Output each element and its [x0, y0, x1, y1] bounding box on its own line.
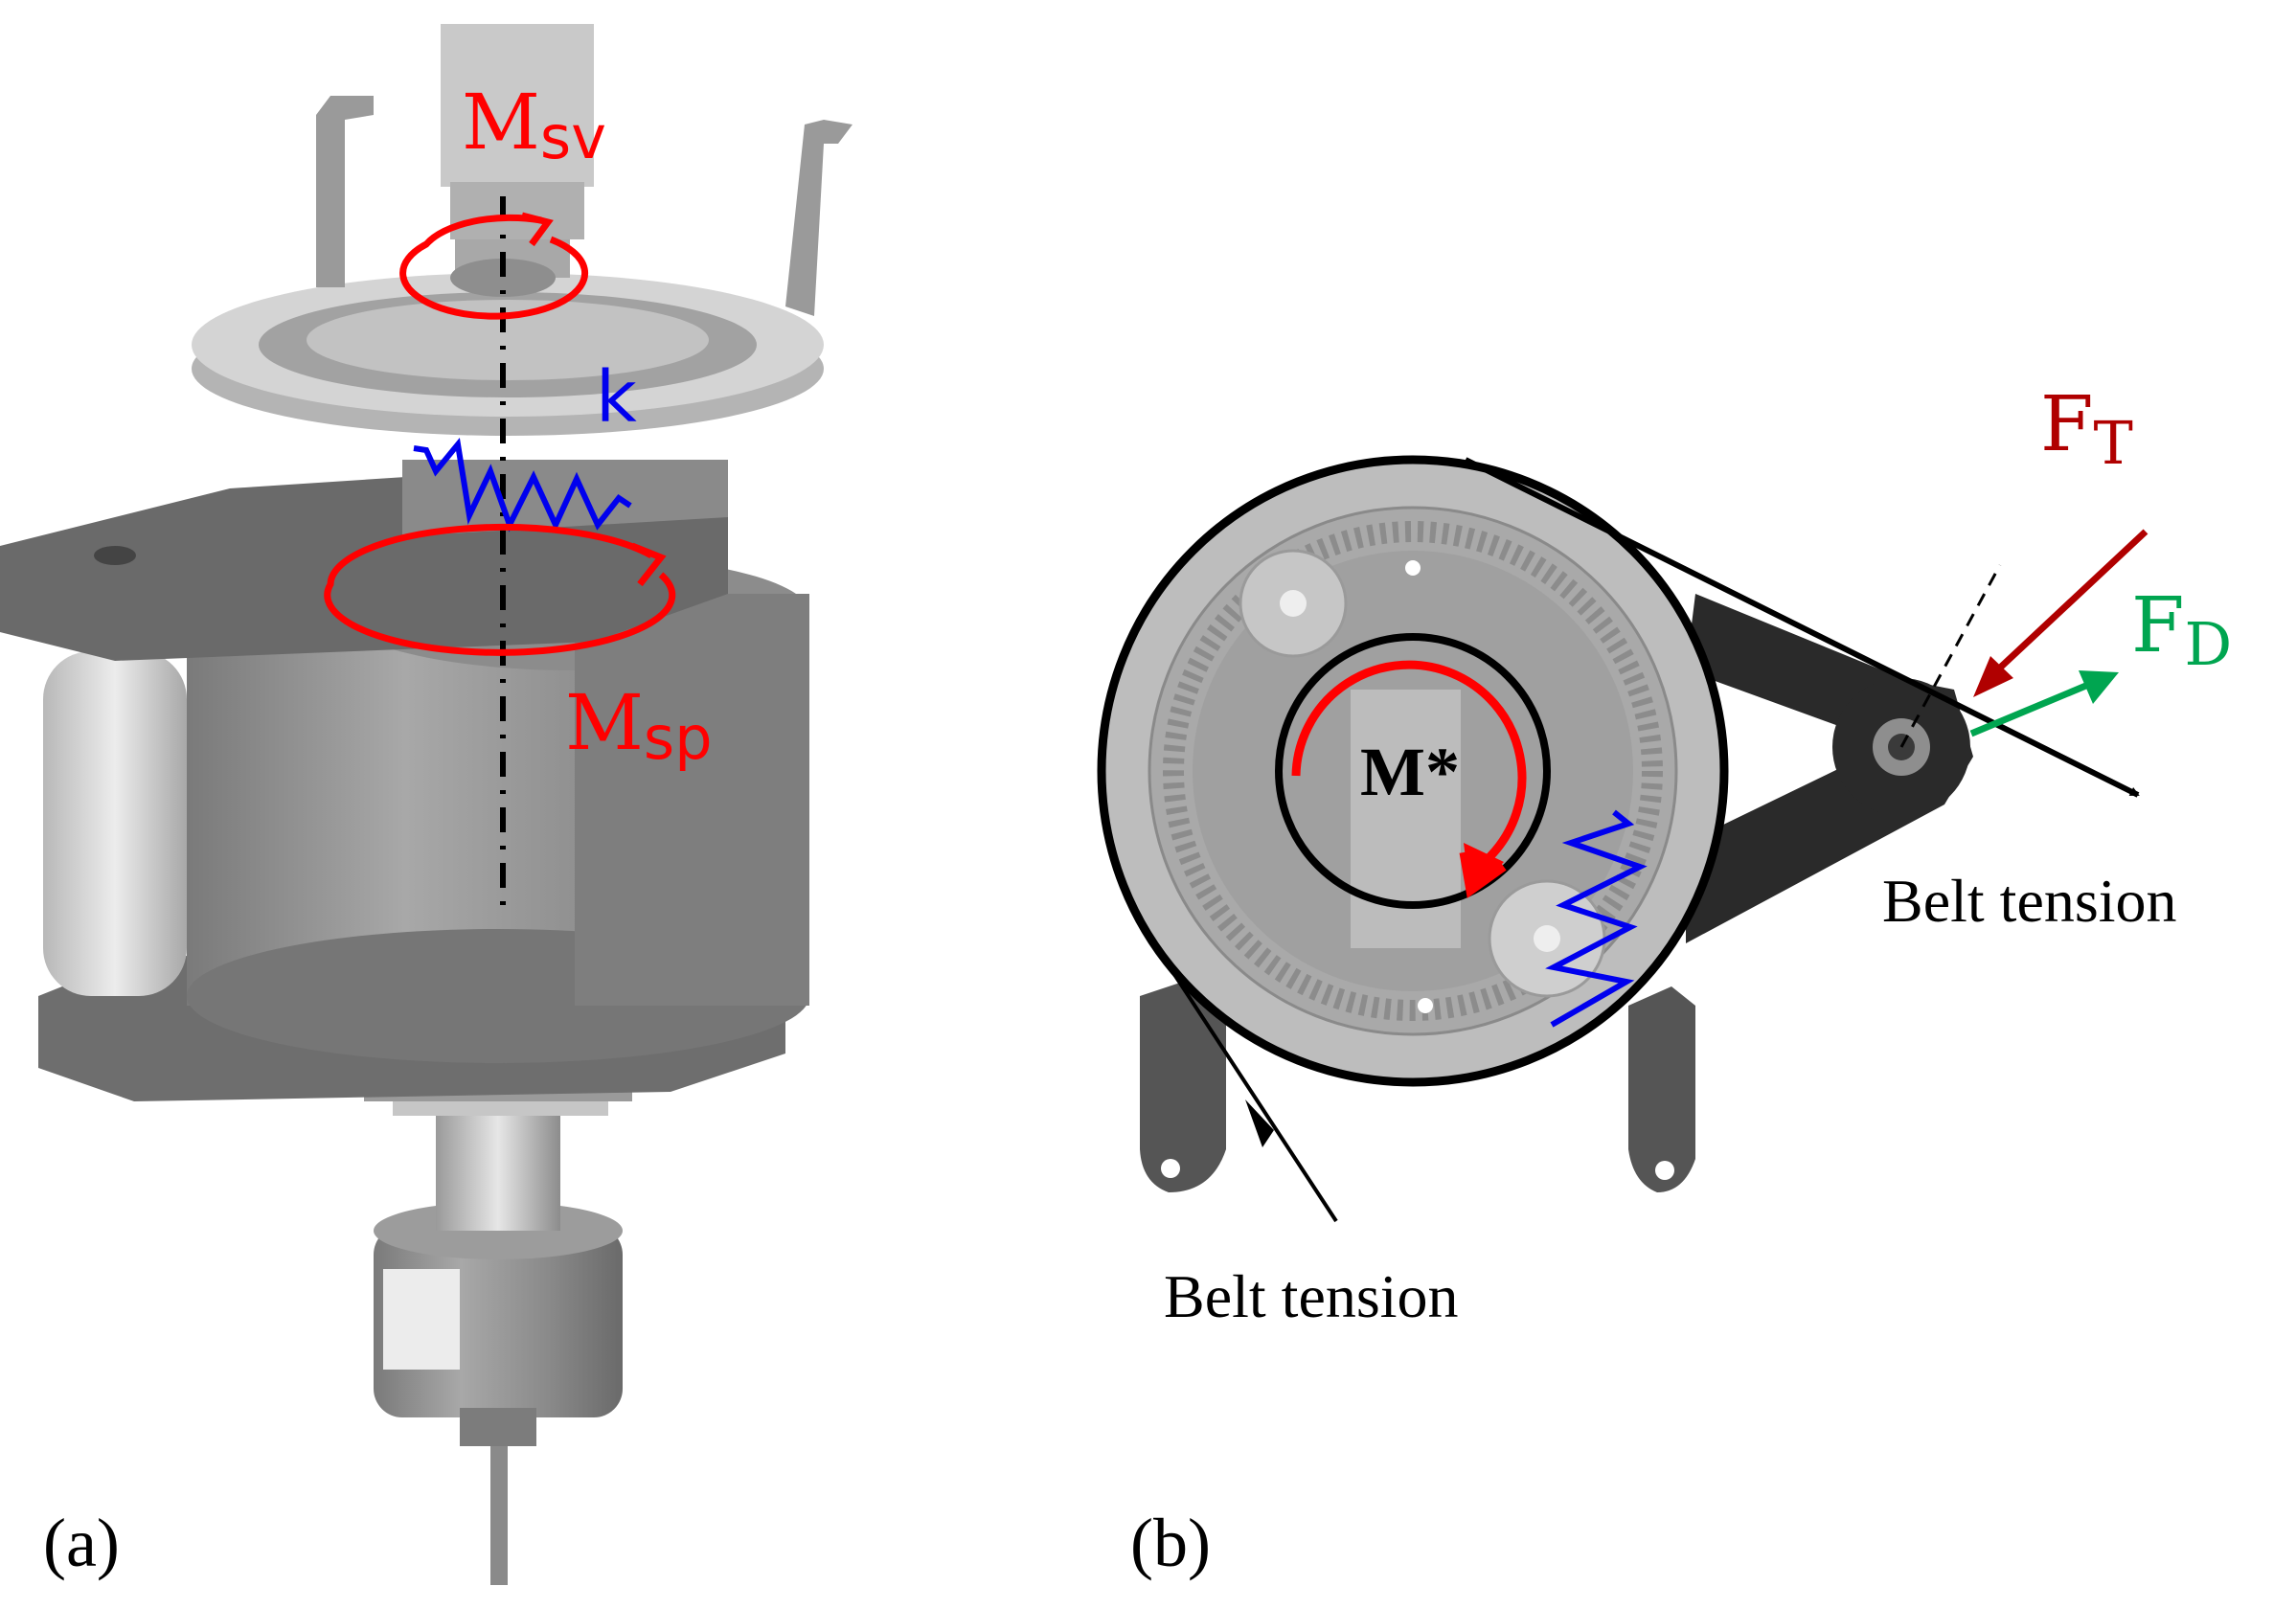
- bracket-left: [316, 96, 374, 287]
- idler-axis: [1899, 564, 2002, 748]
- roller-left: [43, 651, 187, 996]
- belt-upper: [1464, 457, 2140, 798]
- symbol-k: k: [596, 356, 637, 439]
- servo-body: [1351, 690, 1461, 948]
- servo: [441, 24, 594, 297]
- belt-tension-arrow-left: [1245, 1099, 1274, 1147]
- panel-b-illustration: [1097, 455, 1973, 1192]
- moment-sv-arrow: [399, 212, 589, 320]
- bracket-lower-left: [1140, 982, 1226, 1192]
- symbol-m-star: M*: [1360, 734, 1460, 810]
- panel-caption-b: (b): [1130, 1505, 1211, 1581]
- bracket-right: [785, 120, 852, 316]
- spring-b: [1545, 809, 1648, 1028]
- gear-ring: [1163, 521, 1663, 1021]
- force-ft-arrow: [1973, 529, 2148, 697]
- symbol-m-sp: Msp: [565, 678, 713, 773]
- belt-tension-label-left: Belt tension: [1164, 1262, 1459, 1330]
- encoder: [374, 1202, 623, 1446]
- belt-tension-label-right: Belt tension: [1882, 867, 2177, 935]
- gear-plate: [192, 273, 824, 436]
- symbol-f-d: FD: [2131, 580, 2232, 679]
- panel-a-illustration: [0, 24, 852, 1585]
- inner-circle: [1275, 633, 1551, 909]
- bracket-lower-right: [1628, 986, 1695, 1192]
- cable: [490, 1417, 508, 1585]
- moment-sp-arrow: [324, 524, 676, 656]
- belt-lower: [1155, 946, 1338, 1223]
- force-fd-arrow: [1969, 670, 2119, 737]
- symbol-m-sv: Msv: [462, 78, 606, 172]
- panel-caption-a: (a): [43, 1505, 120, 1581]
- symbol-f-t: FT: [2040, 379, 2133, 478]
